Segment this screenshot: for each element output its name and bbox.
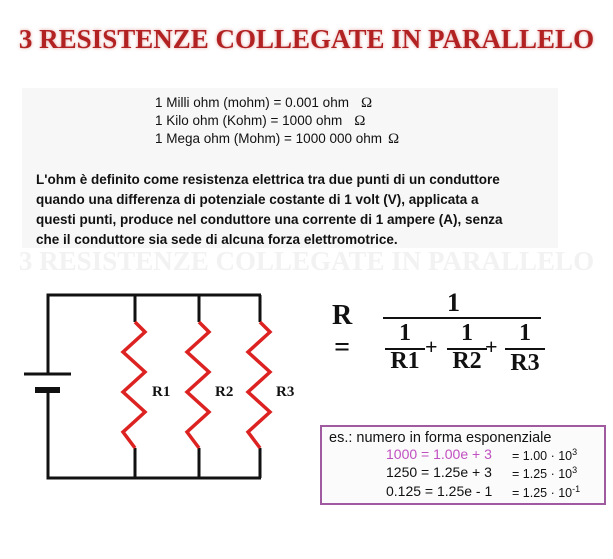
definition-line: che il conduttore sia sede di alcuna for… xyxy=(36,232,398,247)
fraction-bar xyxy=(447,348,487,350)
term-denominator: R3 xyxy=(510,350,540,376)
parallel-circuit-diagram xyxy=(24,293,273,480)
resistor-r2 xyxy=(184,320,212,450)
page-title: 3 RESISTENZE COLLEGATE IN PARALLELO xyxy=(18,24,595,54)
plus-sign: + xyxy=(425,334,438,359)
plus-sign: + xyxy=(485,334,498,359)
example-value: = 1.25 · 10 xyxy=(512,467,573,482)
example-row-right: = 1.25 · 103 xyxy=(512,465,577,481)
faded-title-watermark: 3 RESISTENZE COLLEGATE IN PARALLELO xyxy=(18,246,595,276)
formula-lhs: R = xyxy=(332,300,353,363)
term-numerator: 1 xyxy=(519,320,531,346)
wire-bottom-left xyxy=(46,390,261,480)
ohm-symbol: Ω xyxy=(354,113,366,129)
fraction-bar xyxy=(385,348,425,350)
example-row-right: = 1.00 · 103 xyxy=(512,447,577,463)
fraction-bar xyxy=(383,317,541,319)
unit-text: 1 Kilo ohm (Kohm) = 1000 ohm xyxy=(155,113,343,128)
definition-line: questi punti, produce nel conduttore una… xyxy=(36,212,503,227)
unit-row: 1 Mega ohm (Mohm) = 1000 000 ohm Ω xyxy=(155,130,399,148)
unit-text: 1 Milli ohm (mohm) = 0.001 ohm xyxy=(155,95,349,110)
term-denominator: R1 xyxy=(390,348,420,374)
ohm-symbol: Ω xyxy=(388,131,400,147)
example-value: = 1.00 · 10 xyxy=(512,449,573,464)
example-row-right: = 1.25 · 10-1 xyxy=(512,484,580,500)
example-value: = 1.25 · 10 xyxy=(512,486,573,501)
definition-line: L'ohm è definito come resistenza elettri… xyxy=(36,172,500,187)
text-panel xyxy=(22,88,558,248)
exponential-example-box: es.: numero in forma esponenziale 1000 =… xyxy=(320,425,606,505)
wire-top-left xyxy=(46,293,261,374)
unit-row: 1 Milli ohm (mohm) = 0.001 ohm Ω xyxy=(155,94,399,112)
term-numerator: 1 xyxy=(461,320,473,346)
ohm-definition: L'ohm è definito come resistenza elettri… xyxy=(36,170,566,250)
resistor-r3 xyxy=(245,320,273,450)
example-row-left: 0.125 = 1.25e - 1 xyxy=(386,483,493,499)
example-row-left: 1250 = 1.25e + 3 xyxy=(386,464,492,480)
unit-row: 1 Kilo ohm (Kohm) = 1000 ohm Ω xyxy=(155,112,399,130)
label-r2: R2 xyxy=(215,384,234,400)
exponent: 3 xyxy=(572,465,578,475)
exponent: 3 xyxy=(572,447,578,457)
definition-line: quando una differenza di potenziale cost… xyxy=(36,192,479,207)
fraction-bar xyxy=(505,348,545,350)
label-r3: R3 xyxy=(276,384,295,400)
example-row-left: 1000 = 1.00e + 3 xyxy=(386,446,492,462)
unit-text: 1 Mega ohm (Mohm) = 1000 000 ohm xyxy=(155,131,382,146)
exponent: -1 xyxy=(572,484,581,494)
term-denominator: R2 xyxy=(452,348,482,374)
example-heading: es.: numero in forma esponenziale xyxy=(329,430,552,446)
term-numerator: 1 xyxy=(399,320,411,346)
resistor-r1 xyxy=(120,320,148,450)
formula-numerator: 1 xyxy=(447,288,460,317)
label-r1: R1 xyxy=(152,384,171,400)
ohm-symbol: Ω xyxy=(360,95,373,111)
